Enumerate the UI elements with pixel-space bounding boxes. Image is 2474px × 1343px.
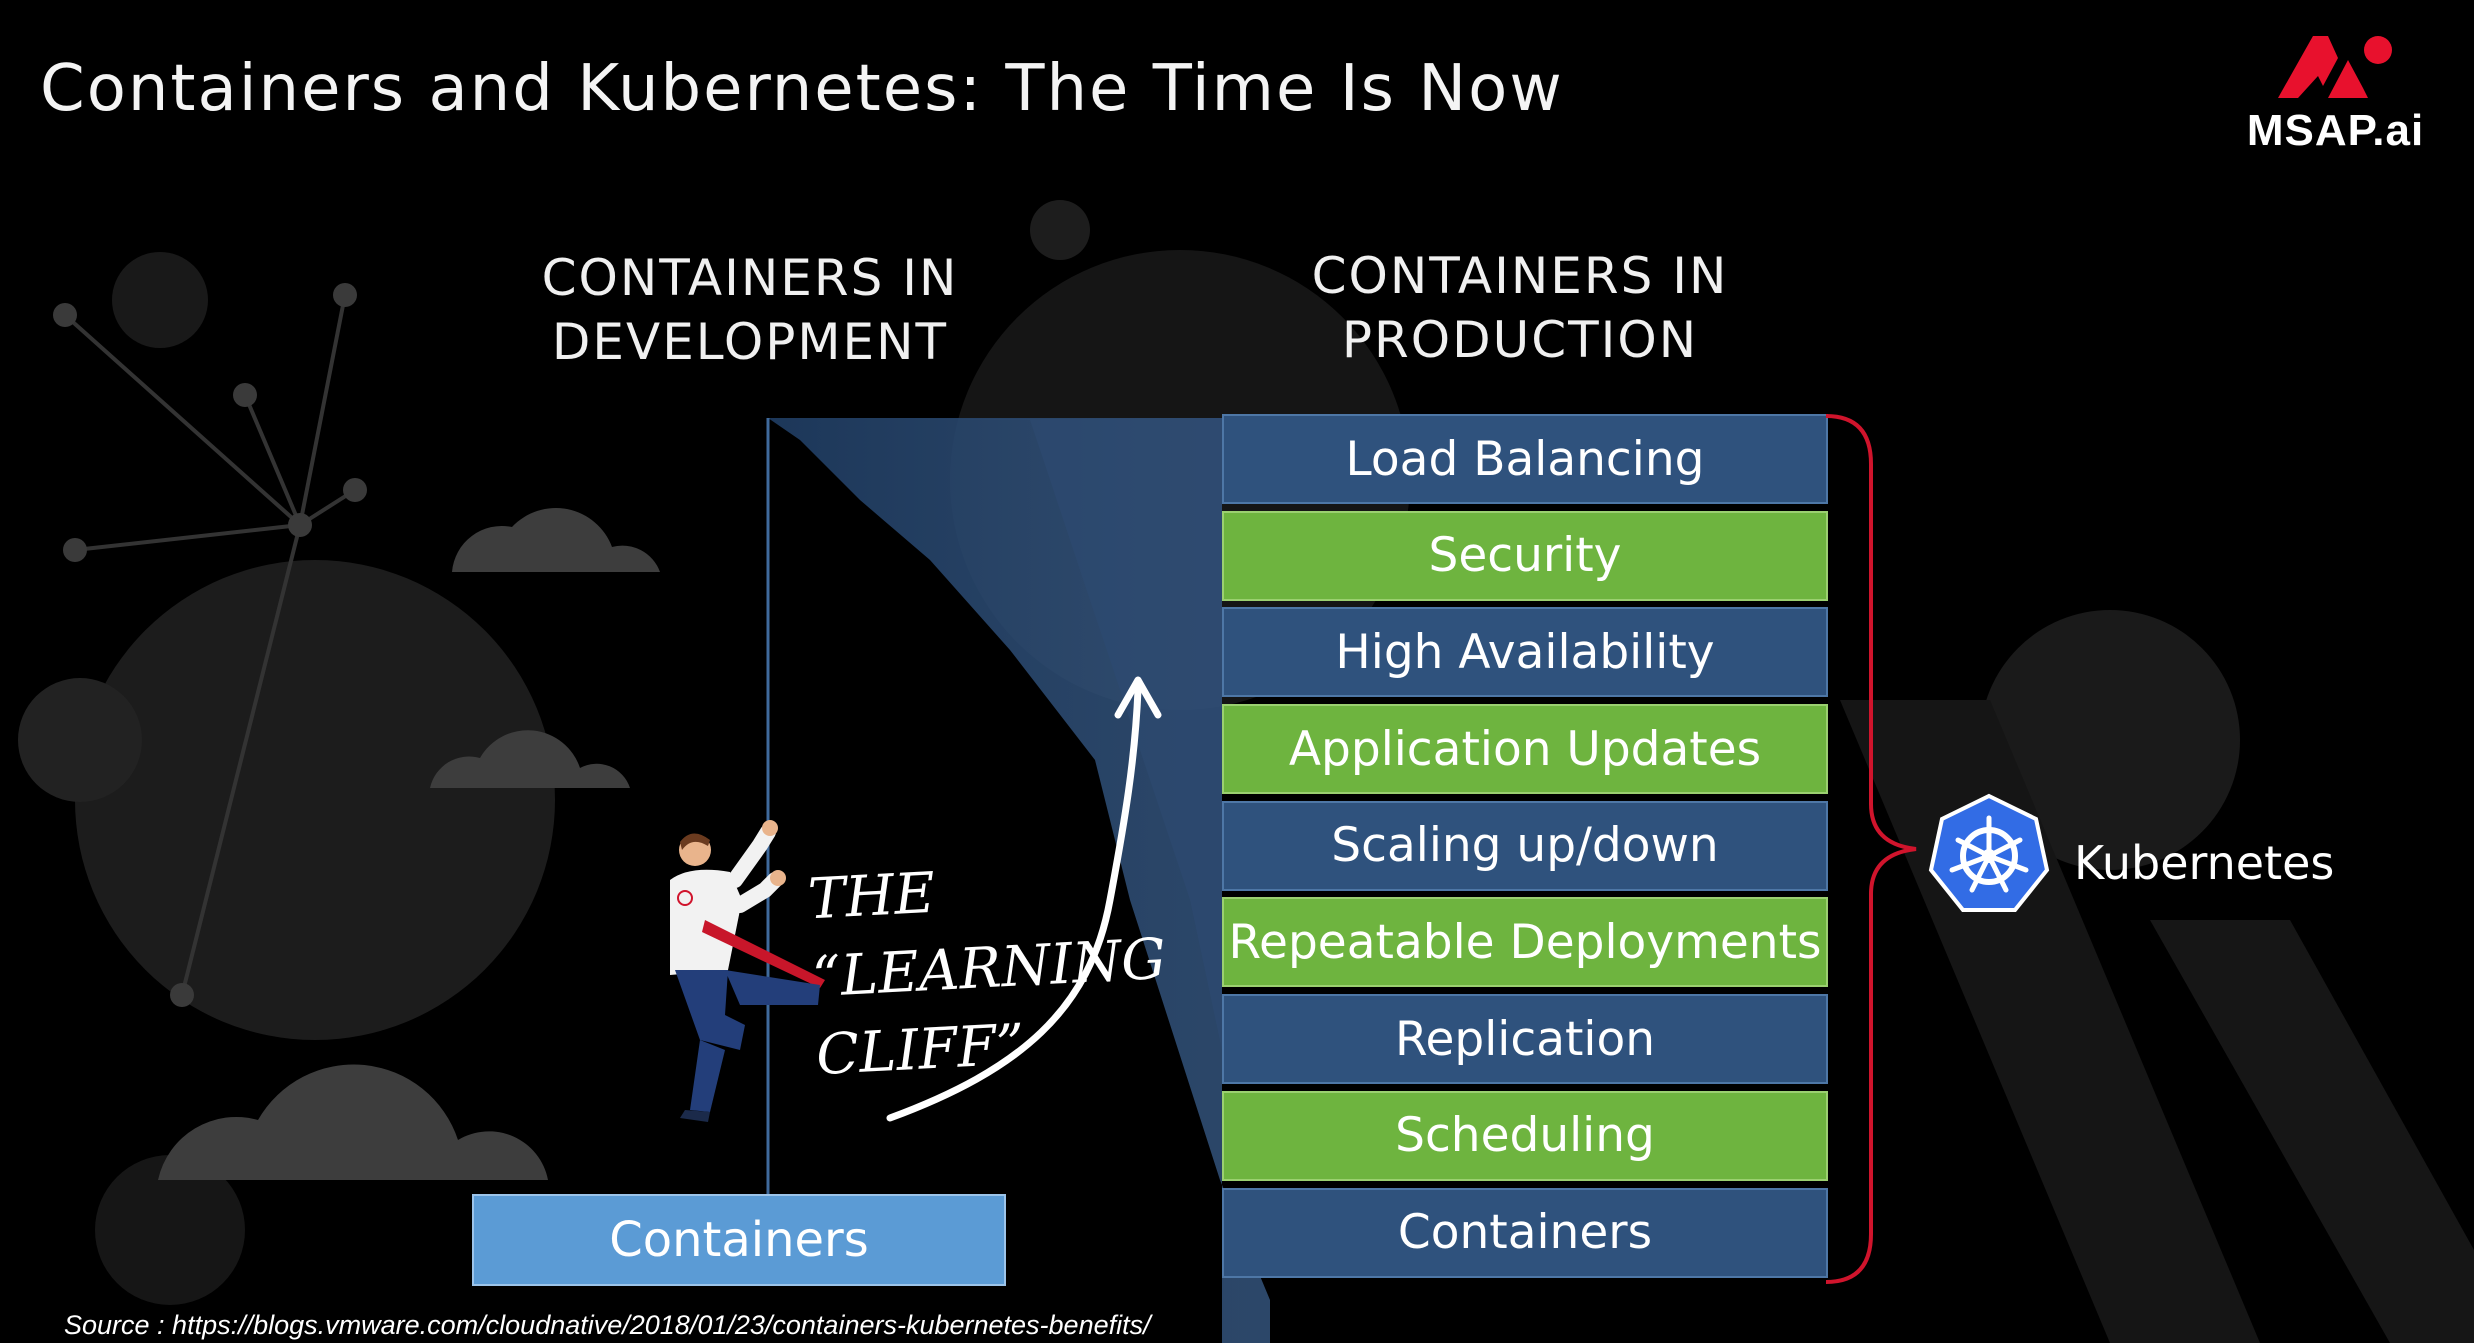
production-heading: CONTAINERS IN PRODUCTION <box>1311 247 1729 369</box>
production-layer-containers: Containers <box>1222 1187 1828 1278</box>
kubernetes-helm-icon <box>1928 793 2050 912</box>
development-heading: CONTAINERS IN DEVELOPMENT <box>541 249 959 371</box>
production-layer-application-updates: Application Updates <box>1222 704 1828 795</box>
climbing-man-illustration <box>670 820 825 1122</box>
learning-cliff-text: THE “LEARNING CLIFF” <box>806 860 1168 1089</box>
production-layer-high-availability: High Availability <box>1222 607 1828 698</box>
kubernetes-label: Kubernetes <box>2074 836 2335 890</box>
kubernetes-brace <box>1826 414 1917 1284</box>
production-layer-security: Security <box>1222 510 1828 601</box>
production-layer-load-balancing: Load Balancing <box>1222 414 1828 504</box>
production-layer-scheduling: Scheduling <box>1222 1090 1828 1181</box>
production-layer-replication: Replication <box>1222 994 1828 1085</box>
msap-logo: MSAP.ai <box>2218 28 2453 158</box>
production-layer-repeatable-deployments: Repeatable Deployments <box>1222 897 1828 988</box>
msap-logo-icon <box>2278 36 2392 98</box>
production-layer-scaling-up-down: Scaling up/down <box>1222 800 1828 891</box>
development-containers-box: Containers <box>472 1194 1006 1286</box>
slide-title: Containers and Kubernetes: The Time Is N… <box>40 52 1564 126</box>
source-citation: Source : https://blogs.vmware.com/cloudn… <box>64 1310 1151 1340</box>
logo-text: MSAP.ai <box>2246 106 2425 155</box>
